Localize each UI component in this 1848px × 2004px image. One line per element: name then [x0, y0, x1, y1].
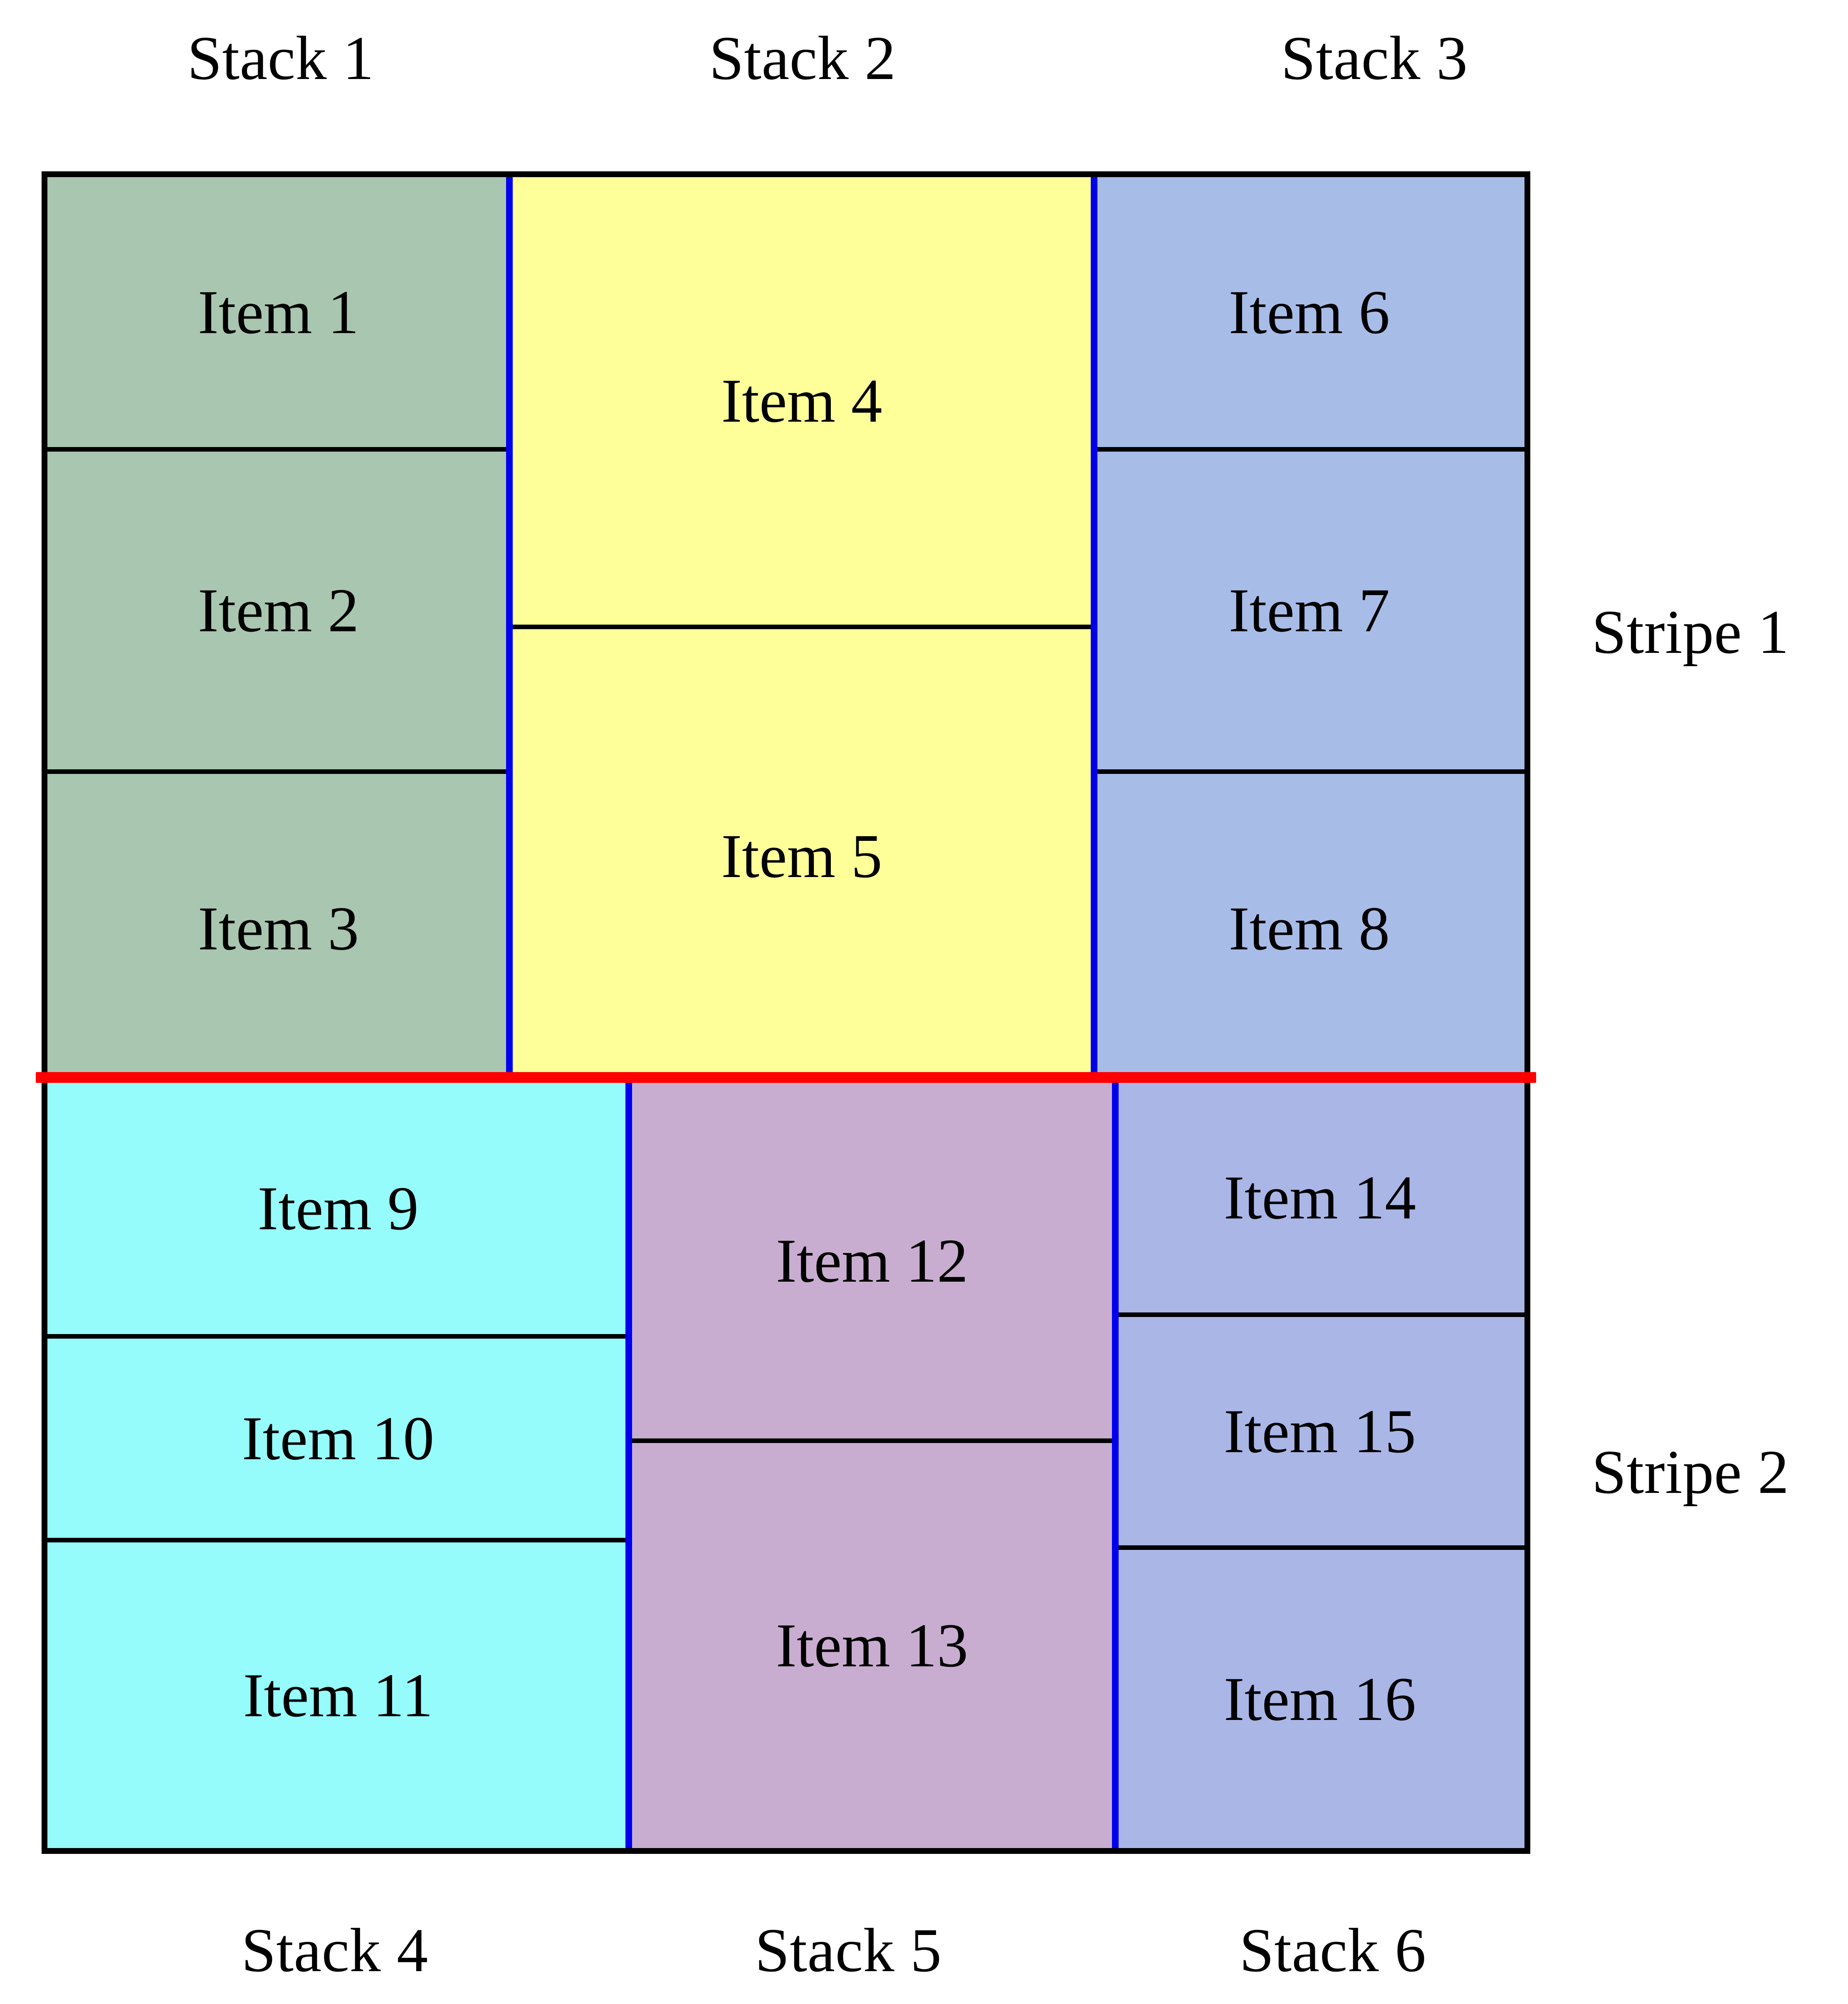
item-label: Item 10 [242, 1404, 435, 1473]
item-label: Item 11 [243, 1661, 433, 1730]
stack-5: Item 12 Item 13 [629, 1083, 1115, 1848]
stripe-separator-1-2 [36, 1072, 1536, 1083]
item-cell-item-10[interactable]: Item 10 [47, 1339, 629, 1542]
stripe-stack-grid: Item 1 Item 2 Item 3 Item 4 Item 5 [42, 171, 1530, 1854]
item-label: Item 15 [1223, 1396, 1416, 1466]
item-cell-item-8[interactable]: Item 8 [1094, 774, 1524, 1083]
item-label: Item 8 [1228, 894, 1390, 963]
stack-4: Item 9 Item 10 Item 11 [47, 1083, 629, 1848]
stack-label-stack-6: Stack 6 [1239, 1916, 1426, 1985]
stack-label-stack-1: Stack 1 [187, 24, 374, 93]
item-cell-item-15[interactable]: Item 15 [1115, 1317, 1524, 1550]
item-label: Item 1 [198, 277, 359, 347]
stack-label-stack-2: Stack 2 [709, 24, 896, 93]
stripe-1: Item 1 Item 2 Item 3 Item 4 Item 5 [47, 177, 1524, 1083]
item-label: Item 5 [721, 821, 882, 891]
item-label: Item 12 [776, 1226, 968, 1295]
stack-label-stack-3: Stack 3 [1281, 24, 1468, 93]
item-label: Item 13 [776, 1611, 968, 1680]
stack-2: Item 4 Item 5 [509, 177, 1094, 1083]
stack-separator-1-2 [506, 177, 513, 1083]
item-label: Item 14 [1223, 1163, 1416, 1232]
item-label: Item 7 [1228, 576, 1390, 645]
item-cell-item-5[interactable]: Item 5 [509, 629, 1094, 1083]
item-cell-item-2[interactable]: Item 2 [47, 452, 509, 774]
stripe-2: Item 9 Item 10 Item 11 Item 12 Item 13 [47, 1083, 1524, 1848]
stack-label-stack-4: Stack 4 [241, 1916, 428, 1985]
item-label: Item 16 [1223, 1664, 1416, 1734]
stack-label-stack-5: Stack 5 [755, 1916, 942, 1985]
item-label: Item 3 [198, 894, 359, 963]
item-cell-item-6[interactable]: Item 6 [1094, 177, 1524, 452]
stack-6: Item 14 Item 15 Item 16 [1115, 1083, 1524, 1848]
item-cell-item-16[interactable]: Item 16 [1115, 1550, 1524, 1848]
stack-3: Item 6 Item 7 Item 8 [1094, 177, 1524, 1083]
item-cell-item-7[interactable]: Item 7 [1094, 452, 1524, 774]
stripe-label-stripe-1: Stripe 1 [1591, 598, 1789, 667]
item-cell-item-3[interactable]: Item 3 [47, 774, 509, 1083]
stack-separator-2-3 [1091, 177, 1097, 1083]
stack-separator-4-5 [625, 1083, 632, 1848]
item-label: Item 4 [721, 366, 882, 435]
item-cell-item-1[interactable]: Item 1 [47, 177, 509, 452]
stack-1: Item 1 Item 2 Item 3 [47, 177, 509, 1083]
item-label: Item 2 [198, 576, 359, 645]
item-label: Item 6 [1228, 277, 1390, 347]
item-cell-item-11[interactable]: Item 11 [47, 1542, 629, 1848]
item-cell-item-12[interactable]: Item 12 [629, 1083, 1115, 1443]
item-cell-item-14[interactable]: Item 14 [1115, 1083, 1524, 1317]
item-cell-item-9[interactable]: Item 9 [47, 1083, 629, 1339]
item-cell-item-4[interactable]: Item 4 [509, 177, 1094, 629]
item-cell-item-13[interactable]: Item 13 [629, 1443, 1115, 1848]
stripe-label-stripe-2: Stripe 2 [1591, 1438, 1789, 1507]
stack-separator-5-6 [1112, 1083, 1119, 1848]
item-label: Item 9 [257, 1174, 419, 1243]
